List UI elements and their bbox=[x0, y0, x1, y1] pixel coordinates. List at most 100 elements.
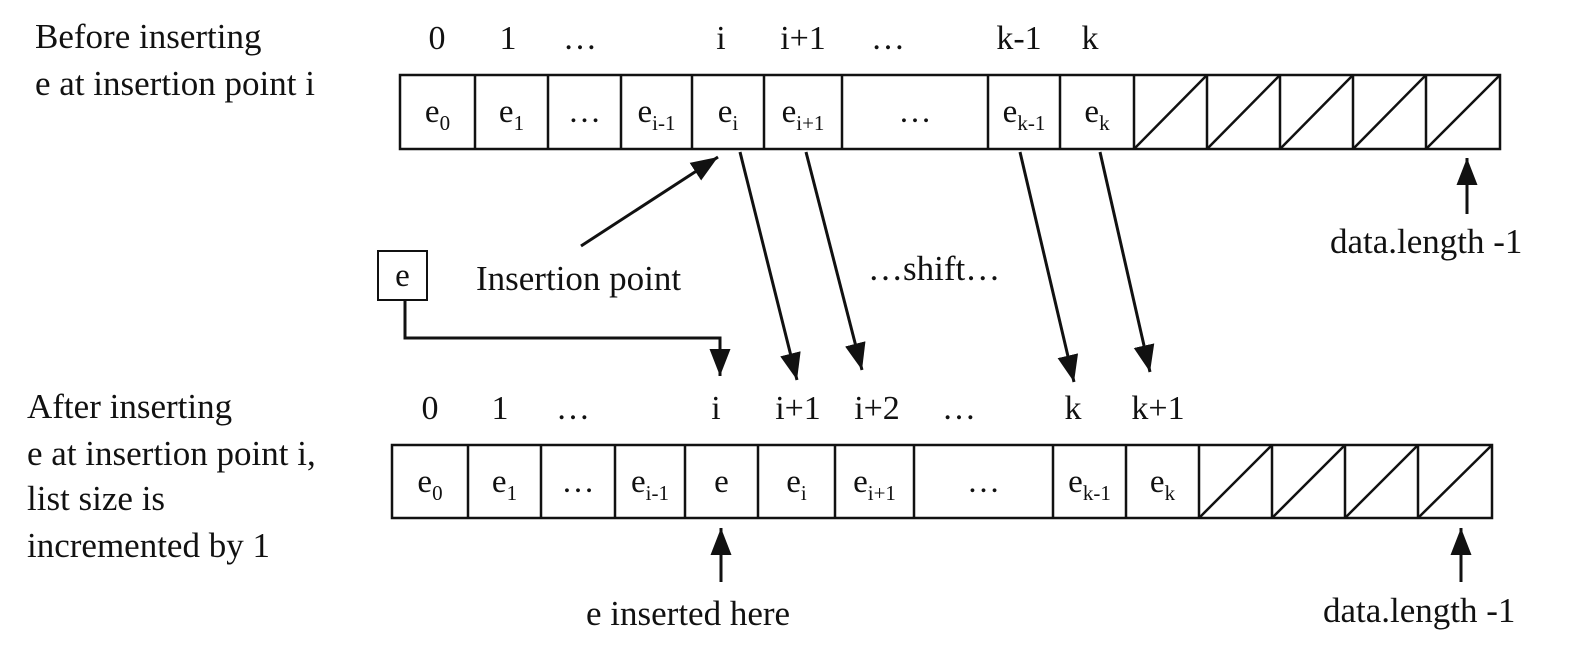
after-cell-0: e0 bbox=[417, 464, 442, 505]
after-cell-8: ek-1 bbox=[1068, 464, 1111, 505]
shift-arrow-ek bbox=[1098, 151, 1155, 373]
insertion-point-arrow bbox=[580, 155, 719, 248]
before-cell-5-base: e bbox=[782, 94, 797, 130]
before-cell-0-base: e bbox=[425, 94, 440, 130]
after-index-8: k+1 bbox=[1131, 390, 1184, 427]
after-index-1: 1 bbox=[492, 390, 509, 427]
before-cell-3-base: e bbox=[638, 94, 653, 130]
before-empty-cell-slash bbox=[1425, 74, 1501, 150]
after-cell-7-base: … bbox=[967, 464, 1000, 500]
after-cell-5-base: e bbox=[786, 464, 801, 500]
before-caption-line-2: e at insertion point i bbox=[35, 64, 315, 103]
before-empty-cell-slash bbox=[1133, 74, 1208, 150]
before-empty-cell-slash bbox=[1279, 74, 1354, 150]
inserted-here-label: e inserted here bbox=[586, 594, 790, 633]
top-end-label: data.length -1 bbox=[1330, 222, 1522, 261]
insertion-point-label: Insertion point bbox=[476, 259, 681, 298]
after-caption-line-3: list size is bbox=[27, 479, 165, 518]
after-index-7: k bbox=[1065, 390, 1082, 427]
after-cell-8-base: e bbox=[1068, 464, 1083, 500]
after-cell-5-subscript: i bbox=[801, 481, 807, 505]
before-cell-7: ek-1 bbox=[1003, 94, 1046, 135]
before-cell-1-subscript: 1 bbox=[514, 111, 525, 135]
element-box-label: e bbox=[395, 258, 410, 294]
after-caption: After inserting e at insertion point i, … bbox=[27, 387, 324, 565]
before-cell-1: e1 bbox=[499, 94, 524, 135]
before-caption: Before inserting e at insertion point i bbox=[35, 17, 315, 103]
after-cell-9-base: e bbox=[1150, 464, 1165, 500]
after-cell-5: ei bbox=[786, 464, 807, 505]
bottom-end-label: data.length -1 bbox=[1323, 591, 1515, 630]
before-index-0: 0 bbox=[429, 20, 446, 57]
after-cell-2: … bbox=[562, 464, 595, 500]
after-empty-cell-slash bbox=[1198, 444, 1273, 519]
after-index-3: i bbox=[711, 390, 720, 427]
after-array-frame bbox=[390, 443, 1494, 520]
after-cell-7: … bbox=[967, 464, 1000, 500]
after-cell-6-base: e bbox=[853, 464, 868, 500]
before-cell-8-subscript: k bbox=[1099, 111, 1110, 135]
after-cell-0-base: e bbox=[417, 464, 432, 500]
after-caption-line-1: After inserting bbox=[27, 387, 232, 426]
after-caption-line-4: incremented by 1 bbox=[27, 526, 270, 565]
before-index-6: k-1 bbox=[996, 20, 1041, 57]
after-cell-4-base: e bbox=[714, 464, 729, 500]
before-cell-8: ek bbox=[1084, 94, 1110, 135]
before-index-1: 1 bbox=[500, 20, 517, 57]
before-cell-5-subscript: i+1 bbox=[796, 111, 824, 135]
before-cell-2-base: … bbox=[568, 94, 601, 130]
before-index-2: … bbox=[563, 20, 597, 57]
before-cell-3-subscript: i-1 bbox=[652, 111, 675, 135]
after-index-6: … bbox=[942, 390, 976, 427]
before-cell-6-base: … bbox=[899, 94, 932, 130]
after-cell-9-subscript: k bbox=[1165, 481, 1176, 505]
before-cell-2: … bbox=[568, 94, 601, 130]
after-cell-1: e1 bbox=[492, 464, 517, 505]
before-empty-cell-slash bbox=[1206, 74, 1281, 150]
after-cell-3: ei-1 bbox=[631, 464, 669, 505]
before-cell-7-base: e bbox=[1003, 94, 1018, 130]
after-empty-cell-slash bbox=[1271, 444, 1346, 519]
before-index-7: k bbox=[1082, 20, 1099, 57]
after-cell-6: ei+1 bbox=[853, 464, 896, 505]
before-empty-cell-slash bbox=[1352, 74, 1427, 150]
before-index-4: i+1 bbox=[780, 20, 826, 57]
before-cell-0: e0 bbox=[425, 94, 450, 135]
after-empty-cell-slash bbox=[1344, 444, 1419, 519]
before-cell-4-base: e bbox=[718, 94, 733, 130]
before-cell-5: ei+1 bbox=[782, 94, 825, 135]
after-cell-2-base: … bbox=[562, 464, 595, 500]
after-index-2: … bbox=[556, 390, 590, 427]
before-cell-4-subscript: i bbox=[732, 111, 738, 135]
insert-path-arrow bbox=[403, 300, 731, 376]
shift-arrow-ek1 bbox=[1018, 151, 1079, 383]
before-cell-1-base: e bbox=[499, 94, 514, 130]
before-cell-7-subscript: k-1 bbox=[1017, 111, 1045, 135]
before-caption-line-1: Before inserting bbox=[35, 17, 261, 56]
after-cell-8-subscript: k-1 bbox=[1083, 481, 1111, 505]
before-array-frame bbox=[398, 73, 1502, 151]
before-cell-3: ei-1 bbox=[638, 94, 676, 135]
shift-label: …shift… bbox=[868, 249, 1000, 288]
after-cell-1-subscript: 1 bbox=[507, 481, 518, 505]
after-cell-9: ek bbox=[1150, 464, 1176, 505]
after-cell-0-subscript: 0 bbox=[432, 481, 443, 505]
after-index-4: i+1 bbox=[775, 390, 821, 427]
before-index-3: i bbox=[716, 20, 725, 57]
before-cell-4: ei bbox=[718, 94, 739, 135]
after-index-5: i+2 bbox=[854, 390, 900, 427]
after-cell-3-base: e bbox=[631, 464, 646, 500]
after-cell-4: e bbox=[714, 464, 729, 500]
before-cell-8-base: e bbox=[1084, 94, 1099, 130]
after-empty-cell-slash bbox=[1417, 444, 1493, 519]
after-cell-6-subscript: i+1 bbox=[868, 481, 896, 505]
before-cell-6: … bbox=[899, 94, 932, 130]
after-cell-3-subscript: i-1 bbox=[646, 481, 669, 505]
before-index-5: … bbox=[871, 20, 905, 57]
shift-arrow-ei bbox=[738, 151, 801, 381]
after-index-0: 0 bbox=[422, 390, 439, 427]
